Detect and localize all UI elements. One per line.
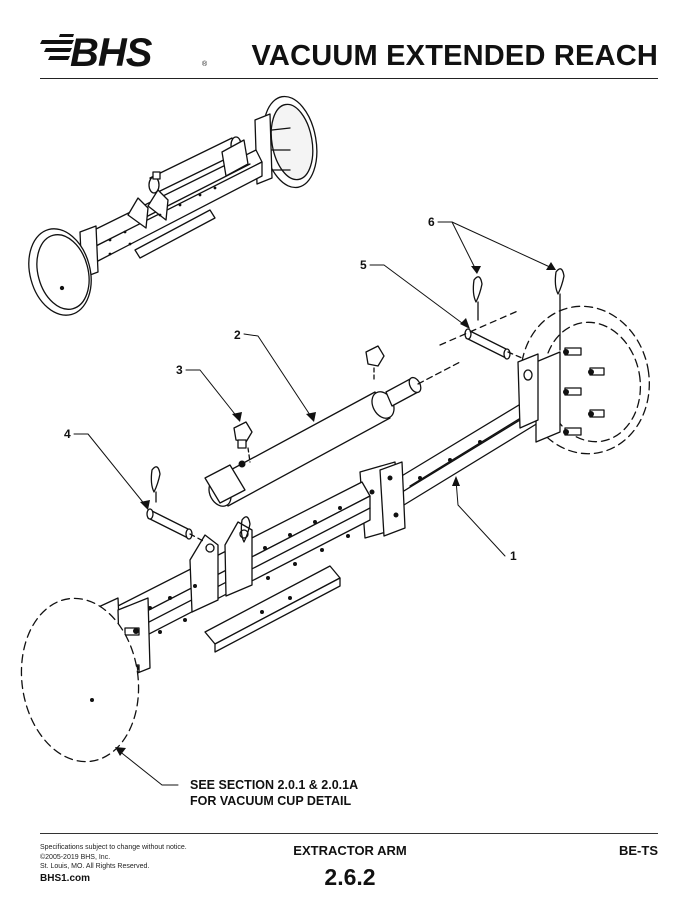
- bhs-logo-mark: BHS ®: [40, 31, 208, 75]
- leader-lines: [73, 221, 553, 786]
- fine-print-line: St. Louis, MO. All Rights Reserved.: [40, 863, 150, 870]
- note-line-1: SEE SECTION 2.0.1 & 2.0.1A: [190, 778, 358, 792]
- page-number: 2.6.2: [324, 864, 376, 890]
- fine-print-line: Specifications subject to change without…: [40, 844, 187, 851]
- bhs-logo-text: BHS: [70, 31, 153, 74]
- fine-print-line: ©2005-2019 BHS, Inc.: [40, 853, 111, 861]
- svg-text:®: ®: [202, 60, 208, 68]
- section-name: EXTRACTOR ARM: [293, 843, 407, 858]
- callout-4: 4: [64, 427, 71, 441]
- callout-3: 3: [176, 363, 183, 377]
- fine-print: Specifications subject to change without…: [40, 843, 187, 886]
- exploded-assembly-drawing: 1 2 3 4 5 6 SEE SECTION 2.0.1 & 2.0.1A F…: [20, 95, 650, 808]
- callout-1: 1: [510, 549, 517, 563]
- website-link[interactable]: BHS1.com: [40, 872, 91, 884]
- main-assembly: [20, 268, 650, 763]
- bhs-logo: BHS ®: [40, 26, 215, 75]
- callout-6: 6: [428, 215, 435, 229]
- page-title: VACUUM EXTENDED REACH: [251, 40, 658, 72]
- document-code: BE-TS: [619, 843, 658, 858]
- footer-divider: [40, 833, 658, 834]
- callout-5: 5: [360, 258, 367, 272]
- overview-assembly: [28, 95, 318, 316]
- header-divider: [40, 78, 658, 79]
- note-line-2: FOR VACUUM CUP DETAIL: [190, 794, 351, 808]
- callout-2: 2: [234, 328, 241, 342]
